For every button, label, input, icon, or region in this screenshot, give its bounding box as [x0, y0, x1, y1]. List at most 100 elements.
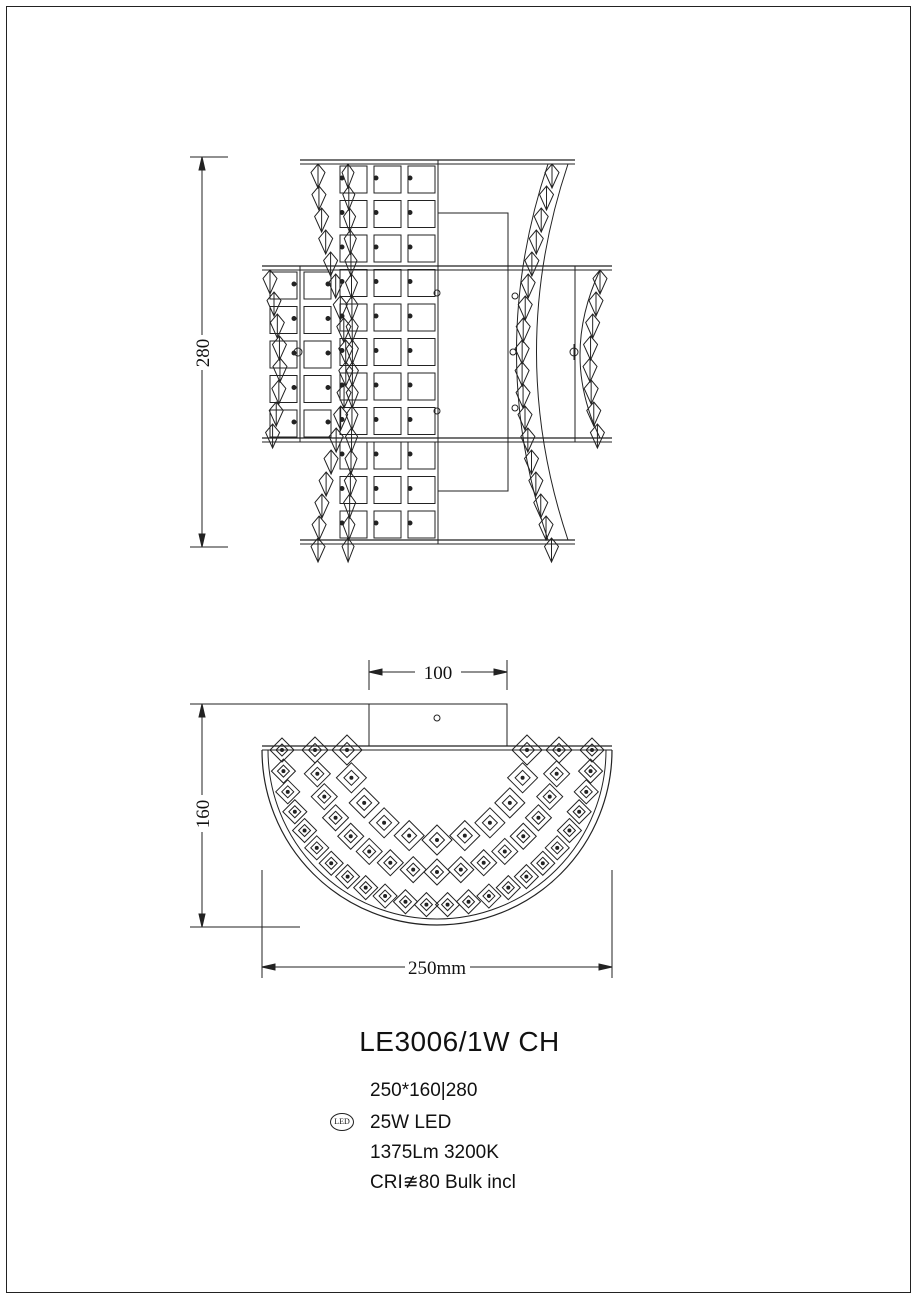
crystal-diamond [447, 855, 475, 884]
crystal-facet [400, 827, 418, 844]
crystal-dot [466, 899, 471, 904]
crystal-dot [367, 849, 372, 854]
crystal-diamond [355, 837, 383, 866]
crystal-diamond [376, 849, 405, 877]
crystal-diamond [476, 883, 502, 909]
crystal-diamond [348, 787, 380, 819]
grid-cell [303, 306, 332, 334]
crystal-dot [524, 874, 529, 879]
rivet [407, 520, 413, 526]
crystal-facet [358, 880, 373, 895]
crystal-diamond [577, 758, 604, 784]
crystal-facet [497, 844, 512, 859]
rivet [373, 417, 379, 422]
crystal-facet [519, 869, 534, 884]
crystal-diamond [506, 762, 539, 794]
crystal-dot [349, 775, 354, 780]
crystal-dot [292, 809, 297, 814]
crystal-dot [557, 748, 561, 752]
crystal-dot [285, 789, 290, 794]
crystal-facet [585, 743, 599, 757]
crystal-facet [340, 869, 355, 884]
crystal-diamond [291, 817, 318, 844]
crystal-dot [445, 902, 450, 907]
crystal-facet [355, 794, 373, 812]
crystal-grid-panels [269, 165, 436, 539]
spec-size: 250*160|280 [370, 1080, 478, 1101]
crystal-diamond [544, 835, 570, 861]
top-view-crystals [269, 734, 605, 918]
crystal-diamond [337, 822, 365, 850]
crystal-dot [280, 748, 284, 752]
crystal-facet [572, 805, 586, 819]
led-icon: LED [330, 1113, 354, 1131]
grid-cell [407, 269, 436, 297]
crystal-facet [362, 844, 377, 859]
crystal-dot [588, 769, 593, 774]
grid-cell [407, 407, 436, 435]
crystal-dot [383, 894, 388, 899]
crystal-dot [540, 861, 545, 866]
rivet [373, 486, 379, 491]
grid-cell [407, 476, 436, 504]
grid-cell [373, 338, 402, 366]
crystal-facet [536, 856, 550, 870]
crystal-facet [583, 764, 598, 778]
grid-cell [407, 441, 436, 470]
rivet [291, 316, 297, 321]
model-number: LE3006/1W CH [359, 1026, 560, 1057]
crystal-diamond [511, 734, 543, 766]
crystal-facet [338, 741, 356, 759]
rivet [373, 348, 379, 353]
crystal-diamond [530, 850, 556, 876]
crystal-diamond [331, 734, 363, 766]
crystal-dot [435, 838, 439, 842]
crystal-dot [345, 874, 350, 879]
crystal-dot [547, 794, 552, 799]
crystal-facet [476, 855, 491, 870]
crystal-facet [275, 743, 289, 757]
crystal-dot [407, 833, 412, 838]
grid-cell [373, 200, 402, 228]
top-view: 100 160 250mm [190, 660, 613, 979]
crystal-dot [322, 794, 327, 799]
crystal-dot [313, 748, 317, 752]
crystal-facet [398, 895, 413, 909]
crystal-diamond [491, 837, 519, 866]
crystal-dot [554, 771, 559, 776]
grid-cell [373, 269, 402, 297]
crystal-dot [424, 902, 429, 907]
crystal-chains [262, 163, 608, 564]
crystal-facet [405, 862, 421, 877]
rivet [407, 348, 413, 353]
rivet [373, 244, 379, 250]
height-dimension: 280 [190, 156, 228, 548]
crystal-facet [428, 831, 446, 849]
crystal-dot [502, 849, 507, 854]
crystal-dot [486, 894, 491, 899]
crystal-facet [551, 742, 567, 758]
grid-cell [269, 375, 298, 403]
rivet [407, 244, 413, 250]
grid-cell [373, 165, 402, 194]
crystal-facet [461, 895, 476, 909]
crystal-diamond [455, 889, 482, 915]
crystal-dot [348, 834, 353, 839]
crystal-diamond [573, 779, 599, 805]
grid-cell [407, 303, 436, 332]
crystal-facet [501, 794, 519, 812]
rivet [339, 486, 345, 491]
grid-cell [373, 303, 402, 332]
grid-cell [269, 306, 298, 334]
crystal-facet [562, 823, 577, 838]
spec-power: 25W LED [370, 1112, 452, 1133]
crystal-diamond [393, 819, 425, 852]
rivet [407, 451, 413, 457]
crystal-diamond [304, 835, 330, 861]
crystal-facet [531, 810, 546, 825]
crystal-dot [314, 845, 319, 850]
crystal-facet [518, 741, 536, 759]
crystal-diamond [495, 874, 522, 901]
crystal-dot [521, 834, 526, 839]
crystal-diamond [301, 736, 329, 764]
